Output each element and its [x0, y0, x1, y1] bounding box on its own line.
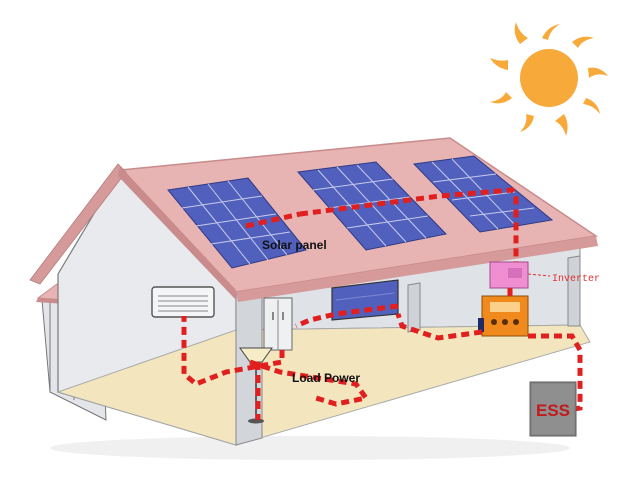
fridge-icon	[263, 297, 293, 351]
house	[29, 137, 599, 460]
air-conditioner-icon	[151, 286, 215, 318]
floor	[56, 324, 591, 446]
ess-unit	[529, 381, 577, 437]
inverter-icon	[489, 261, 529, 289]
solar-panel-1	[167, 177, 307, 269]
ground-shadow	[50, 436, 570, 460]
inverter-label: Inverter	[552, 274, 600, 285]
ess-label: ESS	[536, 401, 570, 420]
charge-controller-icon	[478, 295, 529, 337]
load-power-label: Load Power	[292, 371, 360, 385]
solar-panel-label: Solar panel	[262, 238, 327, 252]
sun-icon	[490, 22, 608, 136]
inverter-callout-line	[527, 273, 551, 277]
